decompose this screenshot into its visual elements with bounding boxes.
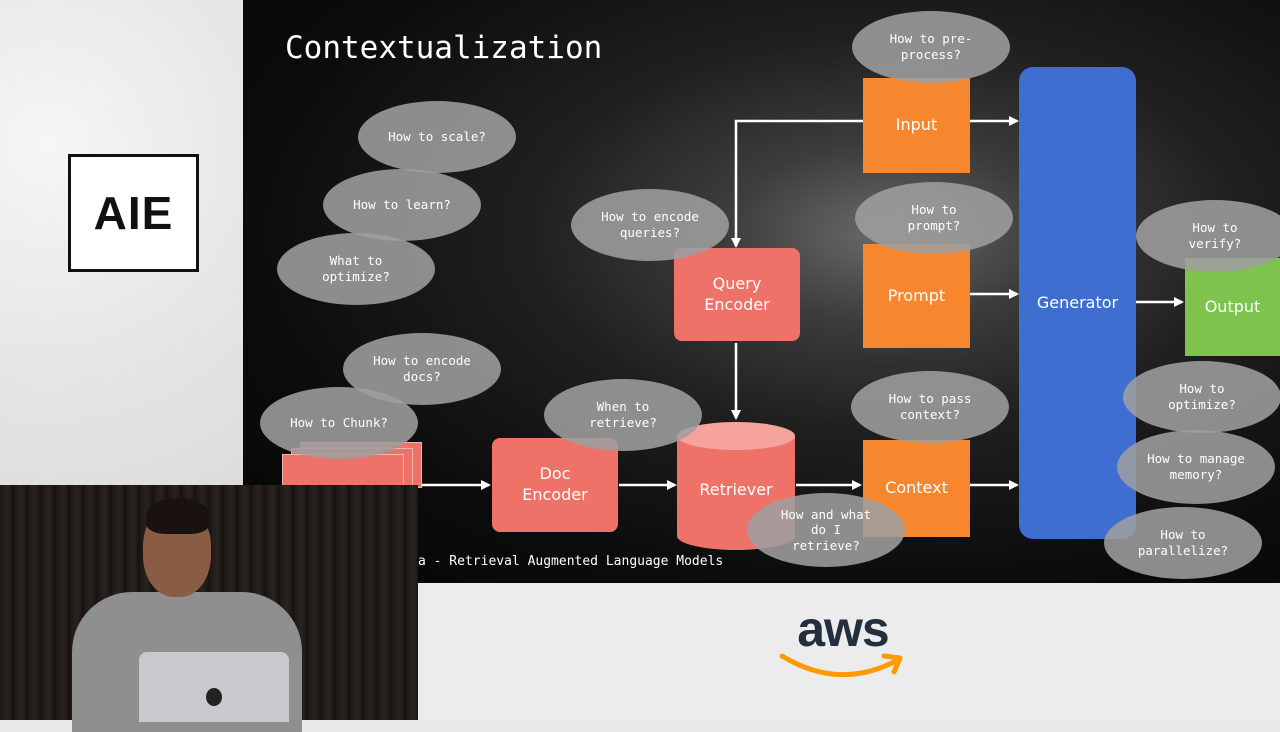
question-prompt: How to prompt?	[855, 182, 1013, 254]
output-block: Output	[1185, 258, 1280, 356]
slide-footnote: a - Retrieval Augmented Language Models	[418, 554, 724, 569]
question-pass-context: How to pass context?	[851, 371, 1009, 443]
event-branding-panel: AIE	[0, 0, 243, 485]
doc-encoder-block: Doc Encoder	[492, 438, 618, 532]
retriever-label: Retriever	[699, 480, 773, 499]
question-parallelize: How to parallelize?	[1104, 507, 1262, 579]
sponsor-panel	[418, 583, 1280, 720]
laptop	[139, 652, 289, 722]
input-block: Input	[863, 78, 970, 173]
apple-logo-icon	[206, 688, 222, 706]
question-learn: How to learn?	[323, 169, 481, 241]
query-encoder-block: Query Encoder	[674, 248, 800, 341]
question-when-to-retrieve: When to retrieve?	[544, 379, 702, 451]
aws-smile-icon	[779, 653, 903, 678]
question-verify: How to verify?	[1136, 200, 1280, 272]
slide-title: Contextualization	[285, 30, 603, 66]
arrow-input-to-query-encoder	[731, 119, 863, 248]
question-scale: How to scale?	[358, 101, 516, 173]
generator-block: Generator	[1019, 67, 1136, 539]
question-what-to-retrieve: How and what do I retrieve?	[747, 493, 905, 567]
prompt-block: Prompt	[863, 244, 970, 348]
question-preprocess: How to pre- process?	[852, 11, 1010, 83]
speaker-hair	[146, 498, 210, 534]
question-how-to-optimize: How to optimize?	[1123, 361, 1280, 433]
aws-logo-text: aws	[797, 601, 890, 657]
question-what-to-optimize: What to optimize?	[277, 233, 435, 305]
diagram-arrows	[420, 116, 1184, 490]
slide: Contextualization Generator Input Prompt…	[243, 0, 1280, 583]
question-manage-memory: How to manage memory?	[1117, 430, 1275, 504]
question-chunk: How to Chunk?	[260, 387, 418, 459]
aws-logo: aws	[778, 600, 908, 685]
question-encode-queries: How to encode queries?	[571, 189, 729, 261]
aie-logo: AIE	[68, 154, 199, 272]
